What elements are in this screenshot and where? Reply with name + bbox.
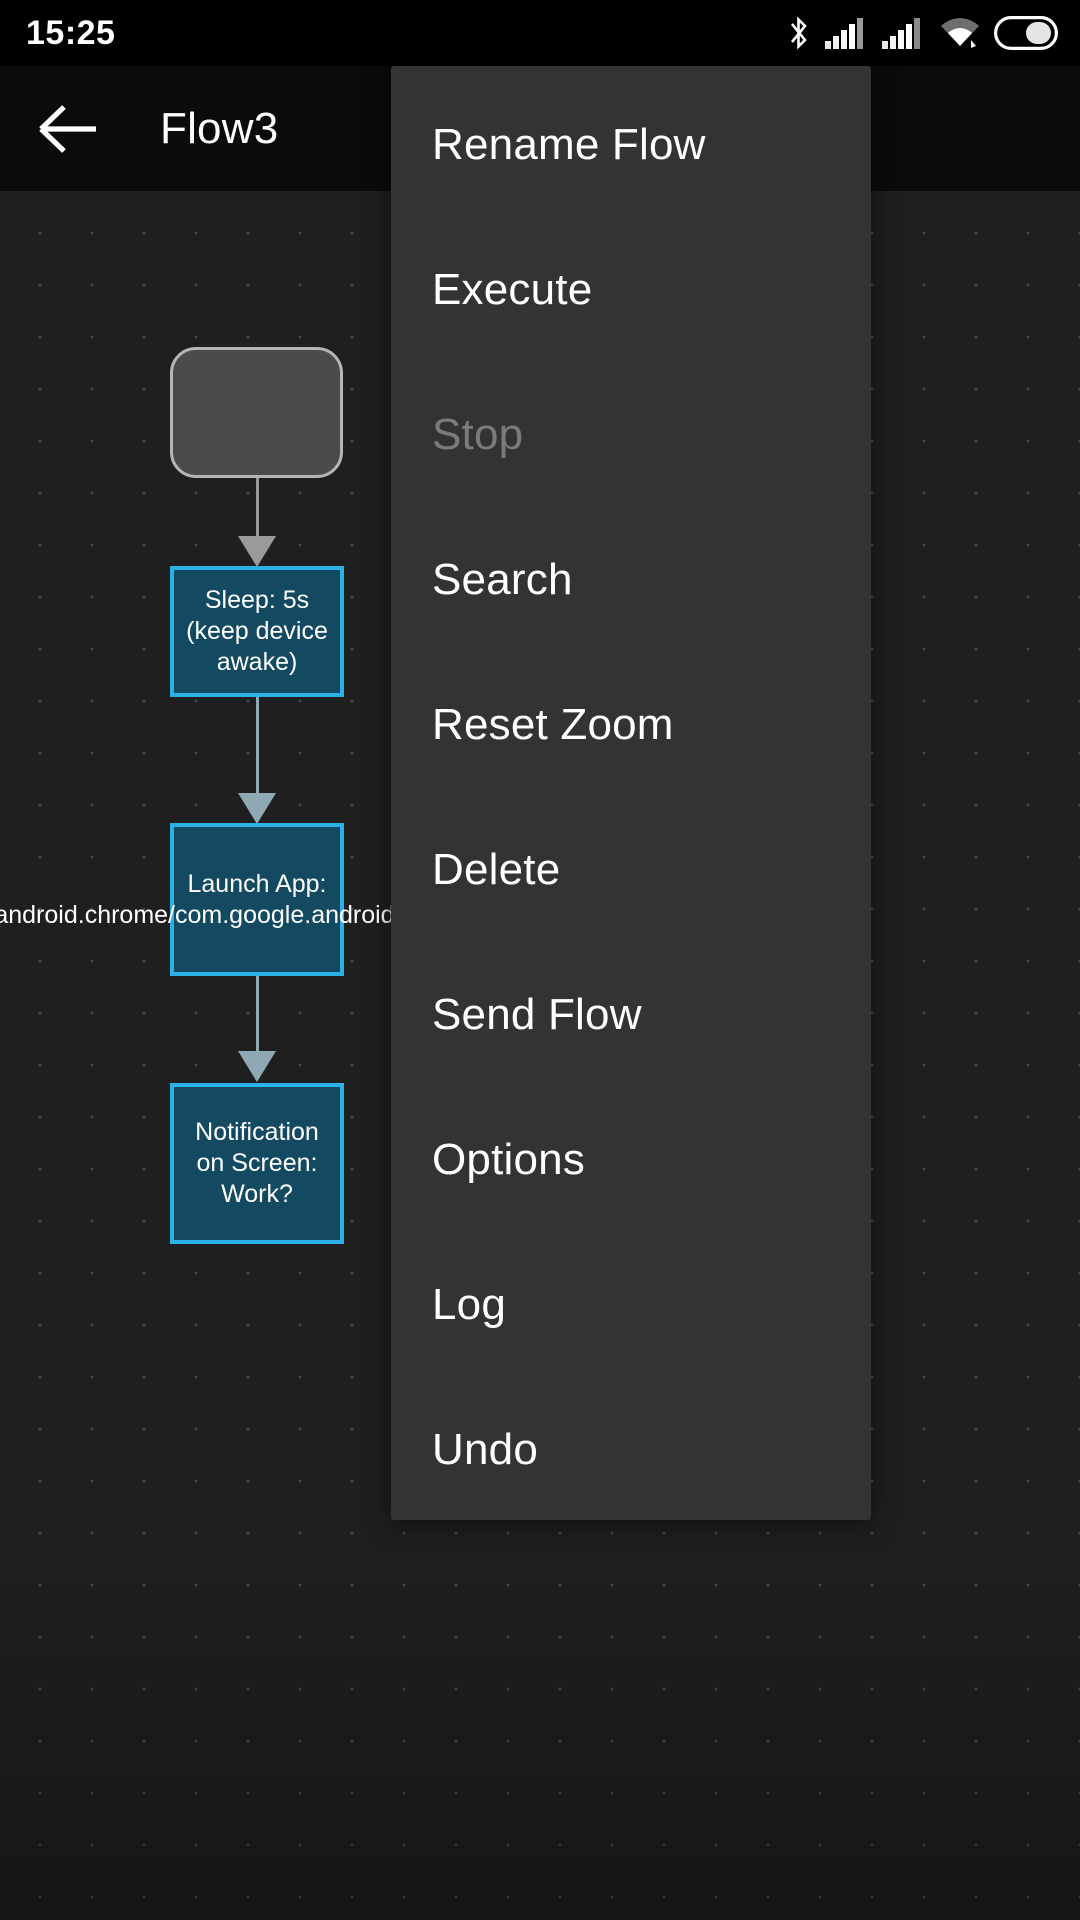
menu-item-label: Log bbox=[432, 1279, 507, 1329]
menu-item-label: Undo bbox=[432, 1424, 538, 1474]
menu-item-rename-flow[interactable]: Rename Flow bbox=[391, 72, 871, 217]
bluetooth-icon bbox=[790, 16, 807, 50]
menu-item-stop: Stop bbox=[391, 362, 871, 507]
battery-icon bbox=[994, 16, 1058, 50]
menu-item-search[interactable]: Search bbox=[391, 507, 871, 652]
flow-node-sleep[interactable]: Sleep: 5s (keep device awake) bbox=[170, 566, 344, 697]
menu-item-execute[interactable]: Execute bbox=[391, 217, 871, 362]
flow-node-launch-app[interactable]: Launch App: com.android.chrome/com.googl… bbox=[0, 823, 574, 976]
menu-item-label: Reset Zoom bbox=[432, 699, 674, 749]
wifi-icon bbox=[941, 18, 979, 48]
menu-item-delete[interactable]: Delete bbox=[391, 797, 871, 942]
status-clock: 15:25 bbox=[26, 14, 116, 52]
menu-item-label: Send Flow bbox=[432, 989, 642, 1039]
connector-start-to-sleep bbox=[170, 478, 344, 568]
menu-item-label: Delete bbox=[432, 844, 561, 894]
menu-item-log[interactable]: Log bbox=[391, 1232, 871, 1377]
connector-line bbox=[255, 976, 259, 1055]
menu-item-undo[interactable]: Undo bbox=[391, 1377, 871, 1522]
menu-item-label: Search bbox=[432, 554, 573, 604]
overflow-menu[interactable]: Rename Flow Execute Stop Search Reset Zo… bbox=[391, 66, 871, 1520]
status-bar: 15:25 bbox=[0, 0, 1080, 66]
flow-node-notification[interactable]: Notification on Screen: Work? bbox=[170, 1083, 344, 1244]
signal-sim2-icon bbox=[882, 18, 920, 49]
menu-item-reset-zoom[interactable]: Reset Zoom bbox=[391, 652, 871, 797]
connector-arrowhead bbox=[238, 1051, 276, 1082]
flow-node-start[interactable] bbox=[170, 347, 343, 478]
connector-line bbox=[255, 478, 259, 540]
status-icon-tray bbox=[786, 15, 1058, 51]
menu-item-label: Stop bbox=[432, 409, 524, 459]
connector-arrowhead bbox=[238, 793, 276, 824]
connector-launch-to-notify bbox=[170, 976, 344, 1084]
menu-item-send-flow[interactable]: Send Flow bbox=[391, 942, 871, 1087]
connector-line bbox=[255, 697, 259, 797]
menu-item-options[interactable]: Options bbox=[391, 1087, 871, 1232]
connector-arrowhead bbox=[238, 536, 276, 567]
flow-node-notification-label: Notification on Screen: Work? bbox=[195, 1118, 319, 1208]
signal-sim1-icon bbox=[825, 18, 863, 49]
back-button[interactable] bbox=[22, 81, 118, 177]
menu-item-label: Execute bbox=[432, 264, 593, 314]
flow-node-sleep-label: Sleep: 5s (keep device awake) bbox=[186, 586, 328, 676]
arrow-left-icon bbox=[39, 104, 96, 153]
connector-sleep-to-launch bbox=[170, 697, 344, 825]
menu-item-label: Rename Flow bbox=[432, 119, 706, 169]
page-title: Flow3 bbox=[160, 103, 279, 153]
menu-item-label: Options bbox=[432, 1134, 586, 1184]
